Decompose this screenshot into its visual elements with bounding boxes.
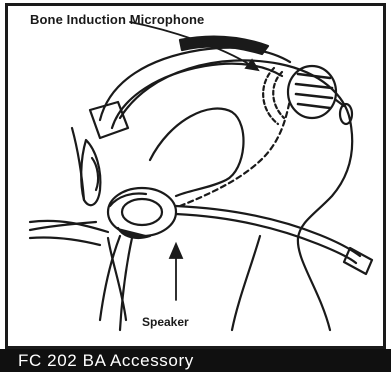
figure-border xyxy=(5,3,386,349)
caption-text: FC 202 BA Accessory xyxy=(18,350,194,372)
microphone-label: Bone Induction Microphone xyxy=(30,12,204,27)
caption-bar: FC 202 BA Accessory xyxy=(0,349,391,372)
speaker-label: Speaker xyxy=(142,315,189,329)
